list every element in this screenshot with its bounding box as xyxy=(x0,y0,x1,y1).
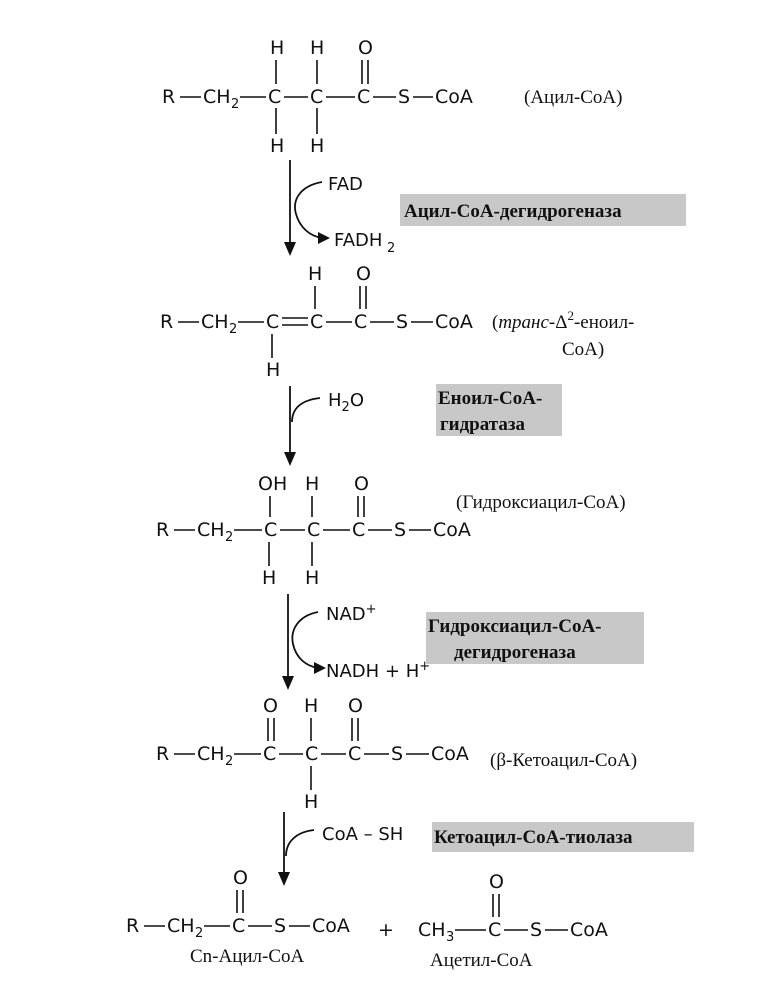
atom-c-beta: C xyxy=(310,86,323,108)
compound-label: (Ацил-CoA) xyxy=(524,87,622,108)
atom-s: S xyxy=(398,86,410,108)
atom-o: O xyxy=(348,695,363,717)
product-label: Cn-Ацил-CoA xyxy=(190,946,305,967)
reagent-out: NADH + H+ xyxy=(326,659,430,682)
step-3-reaction: NAD+ NADH + H+ Гидроксиацил-CoA- дегидро… xyxy=(282,594,644,690)
atom-c-carbonyl: C xyxy=(348,743,361,765)
atom-h: H xyxy=(266,359,280,381)
product-cn-acyl-coa: R CH 2 C S CoA O Cn-Ацил-CoA xyxy=(126,867,350,967)
atom-ch: CH xyxy=(197,519,225,541)
atom-h: H xyxy=(310,37,324,59)
atom-h: H xyxy=(304,791,318,813)
atom-h: H xyxy=(310,135,324,157)
atom-s: S xyxy=(396,311,408,333)
subscript-2: 2 xyxy=(225,754,233,769)
atom-coa: CoA xyxy=(433,519,471,541)
atom-h: H xyxy=(304,695,318,717)
plus-sign: + xyxy=(378,919,394,941)
atom-coa: CoA xyxy=(570,919,608,941)
atom-h: H xyxy=(262,567,276,589)
enzyme-name: Кетоацил-CoA-тиолаза xyxy=(434,827,633,848)
reagent-in: NAD+ xyxy=(326,602,377,625)
product-acetyl-coa: CH 3 C S CoA O Ацетил-CoA xyxy=(418,871,608,971)
compound-acyl-coa: R CH 2 C C C S CoA H H H H O (Ацил-CoA) xyxy=(162,37,622,157)
compound-label-line2: CoA) xyxy=(562,339,604,360)
atom-c-beta: C xyxy=(263,743,276,765)
atom-h: H xyxy=(308,263,322,285)
compound-ketoacyl-coa: R CH 2 C C C S CoA O H H O (β-Кетоацил-C… xyxy=(156,695,637,813)
atom-r: R xyxy=(126,915,139,937)
enzyme-name: Ацил-CoA-дегидрогеназа xyxy=(404,201,622,222)
atom-c-alpha: C xyxy=(268,86,281,108)
atom-coa: CoA xyxy=(435,311,473,333)
reagent-in: FAD xyxy=(328,174,363,195)
enzyme-name-line2: дегидрогеназа xyxy=(454,642,576,663)
reagent-out: FADH xyxy=(334,230,382,251)
step-2-reaction: H2O Еноил-CoA- гидратаза xyxy=(284,384,562,466)
atom-oh: OH xyxy=(258,473,287,495)
compound-label: (Гидроксиацил-CoA) xyxy=(456,492,626,513)
subscript-2: 2 xyxy=(231,97,239,112)
atom-o: O xyxy=(233,867,248,889)
atom-c-beta: C xyxy=(266,311,279,333)
step-1-reaction: FAD FADH 2 Ацил-CoA-дегидрогеназа xyxy=(284,160,686,256)
atom-ch3: CH xyxy=(418,919,446,941)
atom-c-carbonyl: C xyxy=(357,86,370,108)
atom-ch: CH xyxy=(167,915,195,937)
enzyme-name-line1: Еноил-CoA- xyxy=(438,388,542,409)
atom-r: R xyxy=(162,86,175,108)
atom-c-carbonyl: C xyxy=(354,311,367,333)
subscript-2: 2 xyxy=(195,926,203,941)
atom-ch: CH xyxy=(201,311,229,333)
atom-c-carbonyl: C xyxy=(488,919,501,941)
compound-enoyl-coa: R CH 2 C C C S CoA H H O (транс-Δ2-еноил… xyxy=(160,263,634,381)
atom-c-alpha: C xyxy=(310,311,323,333)
reagent-out-subscript: 2 xyxy=(387,241,395,256)
atom-c-alpha: C xyxy=(307,519,320,541)
atom-h: H xyxy=(305,567,319,589)
atom-coa: CoA xyxy=(431,743,469,765)
enzyme-name-line2: гидратаза xyxy=(440,414,525,435)
subscript-3: 3 xyxy=(446,930,454,945)
atom-r: R xyxy=(156,743,169,765)
product-label: Ацетил-CoA xyxy=(430,950,533,971)
reagent-in: H2O xyxy=(328,390,364,415)
atom-o: O xyxy=(489,871,504,893)
atom-ch: CH xyxy=(197,743,225,765)
enzyme-highlight xyxy=(400,194,686,226)
atom-o: O xyxy=(354,473,369,495)
atom-s: S xyxy=(530,919,542,941)
subscript-2: 2 xyxy=(229,322,237,337)
atom-coa: CoA xyxy=(435,86,473,108)
atom-h: H xyxy=(305,473,319,495)
enzyme-highlight xyxy=(432,822,694,852)
atom-r: R xyxy=(160,311,173,333)
compound-label: (транс-Δ2-еноил- xyxy=(492,308,634,333)
enzyme-name-line1: Гидроксиацил-CoA- xyxy=(428,616,602,637)
atom-c-carbonyl: C xyxy=(352,519,365,541)
atom-o: O xyxy=(358,37,373,59)
atom-ch: CH xyxy=(203,86,231,108)
step-4-reaction: CoA – SH Кетоацил-CoA-тиолаза xyxy=(278,812,694,886)
atom-s: S xyxy=(394,519,406,541)
compound-hydroxyacyl-coa: R CH 2 C C C S CoA OH H H H O (Гидроксиа… xyxy=(156,473,626,589)
atom-o: O xyxy=(356,263,371,285)
reagent-in: CoA – SH xyxy=(322,824,403,845)
atom-c-beta: C xyxy=(264,519,277,541)
atom-coa: CoA xyxy=(312,915,350,937)
enzyme-highlight xyxy=(436,384,562,436)
enzyme-highlight xyxy=(426,612,644,664)
atom-c-alpha: C xyxy=(305,743,318,765)
atom-h: H xyxy=(270,37,284,59)
subscript-2: 2 xyxy=(225,530,233,545)
compound-label: (β-Кетоацил-CoA) xyxy=(490,750,637,771)
atom-r: R xyxy=(156,519,169,541)
atom-h: H xyxy=(270,135,284,157)
atom-c-carbonyl: C xyxy=(232,915,245,937)
atom-o: O xyxy=(263,695,278,717)
atom-s: S xyxy=(391,743,403,765)
atom-s: S xyxy=(274,915,286,937)
